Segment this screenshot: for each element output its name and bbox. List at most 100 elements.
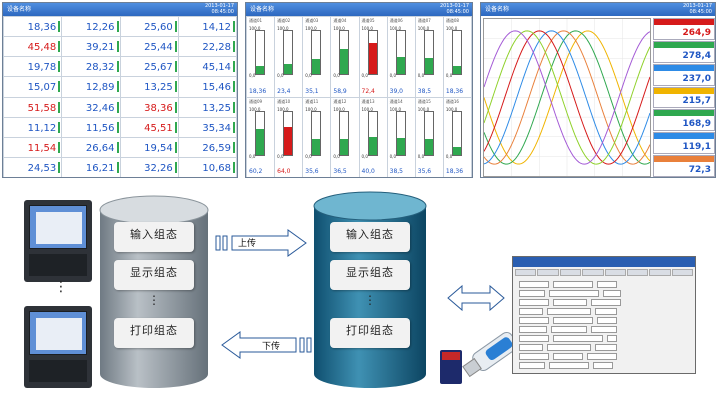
- bar-scale-top: 100,0: [417, 106, 430, 112]
- recorder-device: [24, 306, 92, 388]
- bar-channel-label: 通道15: [417, 98, 431, 104]
- bar-value: 60,2: [249, 168, 263, 175]
- trend-curve: [484, 30, 650, 165]
- screen-title: 设备名称: [485, 6, 510, 13]
- bar-scale-top: 100,0: [333, 26, 345, 31]
- channel-value-cell: 12,26: [62, 17, 120, 37]
- bar-scale-bottom: 0,0: [305, 153, 312, 159]
- bar-scale-top: 100,0: [277, 106, 289, 112]
- channel-value-cell: 45,51: [120, 117, 178, 137]
- channel-value: 19,78: [27, 62, 57, 74]
- trend-reading-box: 168,9: [653, 109, 715, 132]
- bar-channel-label: 通道12: [333, 98, 347, 104]
- bar-scale-top: 100,0: [389, 106, 402, 112]
- bar-fill: [340, 48, 349, 74]
- bar-frame: [283, 110, 294, 156]
- channel-value: 11,12: [27, 122, 57, 134]
- bar-scale-bottom: 0,0: [333, 73, 340, 78]
- trend-reading-value: 278,4: [682, 50, 711, 61]
- trend-curve: [484, 30, 650, 165]
- channel-value-cell: 11,12: [4, 117, 62, 137]
- channel-value: 25,60: [144, 22, 173, 33]
- form-row: [519, 335, 689, 342]
- channel-value-cell: 12,89: [62, 77, 120, 97]
- bar-scale-top: 100,0: [361, 26, 373, 31]
- channel-value: 13,25: [202, 102, 231, 114]
- double-arrow: [447, 284, 505, 312]
- channel-level-bar: [233, 21, 235, 32]
- bar-value: 72,4: [361, 87, 375, 95]
- form-row: [519, 299, 689, 306]
- trend-reading-box: 264,9: [653, 18, 715, 40]
- bar-scale-bottom: 0,0: [445, 153, 453, 159]
- bar-fill: [284, 126, 293, 155]
- channel-value-cell: 10,68: [178, 157, 236, 177]
- software-title-bar: [513, 257, 695, 267]
- bar-channel-label: 通道16: [445, 98, 459, 104]
- trend-reading-tag: [654, 64, 714, 71]
- channel-value: 39,21: [85, 42, 115, 54]
- form-row: [519, 353, 689, 360]
- channel-level-bar: [116, 161, 119, 173]
- form-row: [519, 326, 689, 333]
- channel-value-cell: 39,21: [62, 37, 120, 57]
- channel-value-cell: 25,67: [120, 57, 178, 77]
- bar-channel-label: 通道05: [361, 18, 375, 23]
- bar-fill: [368, 137, 377, 155]
- channel-value-cell: 18,36: [4, 17, 62, 37]
- channel-level-bar: [116, 81, 119, 93]
- upload-arrow-tick: [222, 235, 228, 251]
- software-form: [513, 278, 695, 373]
- ellipsis: ⋮: [54, 279, 68, 295]
- channel-level-bar: [174, 21, 177, 32]
- trend-reading-box: 215,7: [653, 86, 715, 109]
- bar-fill: [452, 146, 461, 155]
- recorder-device: [24, 200, 92, 282]
- channel-value-cell: 11,56: [62, 117, 120, 137]
- bar-value: 38,5: [417, 87, 432, 95]
- bar-channel-label: 通道11: [305, 98, 319, 104]
- channel-value: 51,58: [27, 102, 57, 114]
- bar-scale-bottom: 0,0: [417, 153, 425, 159]
- bar-fill: [368, 43, 377, 74]
- channel-level-bar: [233, 121, 235, 133]
- bar-fill: [312, 139, 321, 155]
- channel-level-bar: [58, 141, 61, 153]
- bar-value: 35,6: [305, 168, 319, 175]
- bar-fill: [256, 128, 264, 155]
- channel-value: 24,53: [27, 162, 57, 174]
- channel-value: 13,25: [144, 82, 173, 94]
- bar-scale-top: 100,0: [445, 106, 458, 112]
- channel-value-cell: 11,54: [4, 137, 62, 157]
- channel-level-bar: [58, 101, 61, 113]
- bar-value: 39,0: [389, 87, 403, 95]
- channel-level-bar: [233, 61, 235, 73]
- software-tabs: [513, 267, 695, 278]
- channel-value-cell: 45,14: [178, 57, 236, 77]
- channel-value-cell: 26,64: [62, 137, 120, 157]
- bar-scale-bottom: 0,0: [361, 153, 368, 159]
- channel-level-bar: [174, 61, 177, 73]
- ellipsis: ⋮: [364, 293, 376, 307]
- channel-value-cell: 51,58: [4, 97, 62, 117]
- trend-curve: [484, 30, 650, 165]
- trend-reading-tag: [654, 41, 714, 48]
- channel-level-bar: [58, 41, 61, 53]
- trend-reading-tag: [654, 19, 714, 25]
- channel-value: 45,51: [144, 122, 173, 134]
- channel-level-bar: [58, 121, 61, 133]
- trend-curve: [484, 30, 650, 165]
- channel-level-bar: [233, 141, 235, 153]
- download-arrow-tick: [306, 337, 312, 353]
- bar-fill: [284, 64, 293, 74]
- trend-curve: [484, 30, 650, 165]
